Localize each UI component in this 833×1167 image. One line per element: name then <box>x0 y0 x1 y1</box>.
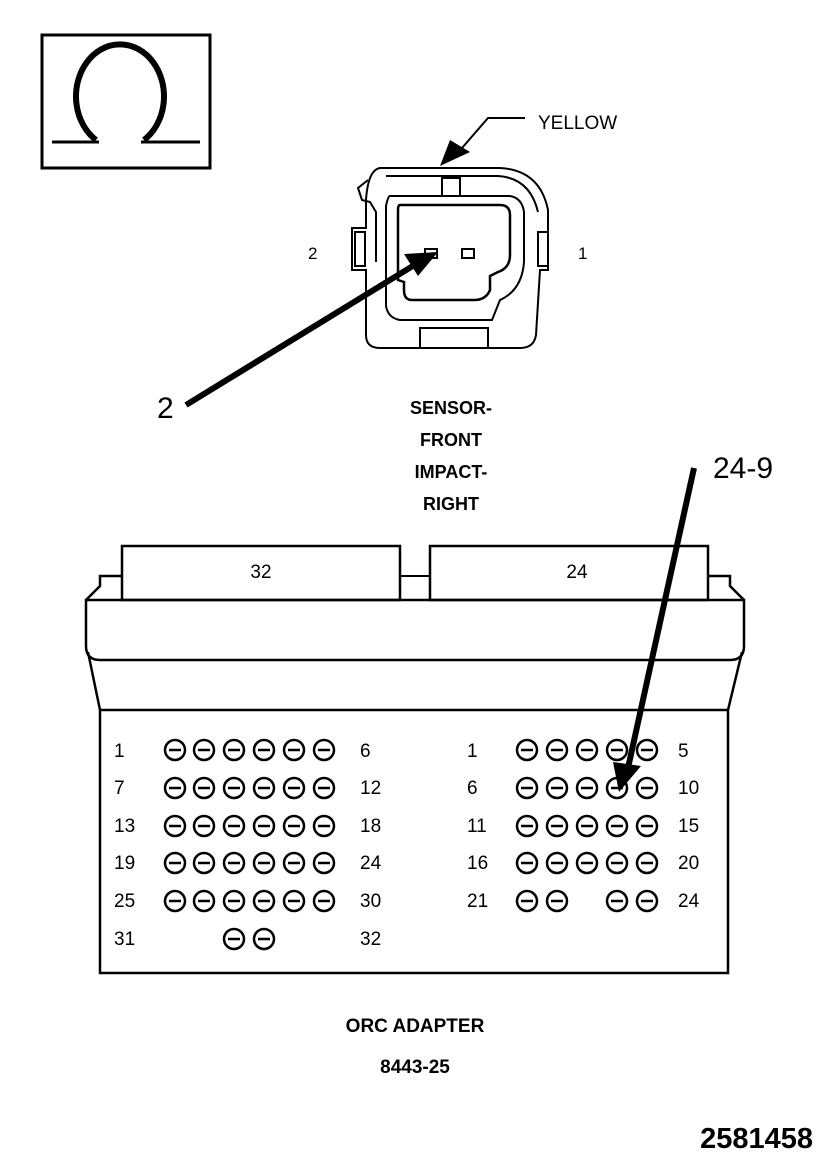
sensor-pin-label-left: 2 <box>308 244 317 263</box>
row-start-label: 1 <box>114 741 125 762</box>
sensor-name: SENSOR- FRONT IMPACT- RIGHT <box>410 398 492 514</box>
row-start-label: 6 <box>467 778 478 799</box>
ohm-symbol-icon <box>40 33 212 170</box>
row-end-label: 32 <box>360 929 381 950</box>
row-start-label: 19 <box>114 853 135 874</box>
row-start-label: 1 <box>467 741 478 762</box>
left-pin-block: 1 6 7 12 13 18 19 24 25 30 31 32 <box>114 741 382 950</box>
row-start-label: 13 <box>114 816 135 837</box>
row-start-label: 11 <box>467 816 487 837</box>
row-end-label: 30 <box>360 891 381 912</box>
row-start-label: 31 <box>114 929 135 950</box>
row-end-label: 20 <box>678 853 699 874</box>
sensor-callout-label: 2 <box>157 392 174 425</box>
row-end-label: 18 <box>360 816 381 837</box>
row-end-label: 10 <box>678 778 699 799</box>
row-start-label: 25 <box>114 891 135 912</box>
sensor-name-line: IMPACT- <box>415 462 488 482</box>
row-start-label: 21 <box>467 891 488 912</box>
row-start-label: 16 <box>467 853 488 874</box>
sensor-name-line: RIGHT <box>423 494 479 514</box>
row-end-label: 15 <box>678 816 699 837</box>
row-end-label: 24 <box>360 853 382 874</box>
row-start-label: 7 <box>114 778 125 799</box>
adapter-name: ORC ADAPTER <box>346 1016 485 1037</box>
orc-adapter <box>84 544 746 975</box>
connector-24-label: 24 <box>566 562 588 583</box>
sensor-pin-callout-arrow <box>184 252 438 408</box>
sensor-pin-1 <box>461 248 475 259</box>
sensor-name-line: SENSOR- <box>410 398 492 418</box>
row-end-label: 6 <box>360 741 371 762</box>
adapter-callout-label: 24-9 <box>713 452 773 485</box>
sensor-name-line: FRONT <box>420 430 482 450</box>
row-end-label: 5 <box>678 741 689 762</box>
figure-number: 2581458 <box>700 1123 813 1155</box>
wire-color-callout <box>440 117 525 166</box>
pin-cavities <box>163 738 659 951</box>
adapter-part-number: 8443-25 <box>380 1057 450 1078</box>
right-pin-block: 1 5 6 10 11 15 16 20 21 24 <box>467 741 700 912</box>
row-end-label: 24 <box>678 891 700 912</box>
sensor-pin-label-right: 1 <box>578 244 587 263</box>
sensor-connector <box>351 167 549 349</box>
row-end-label: 12 <box>360 778 381 799</box>
adapter-pin-callout-arrow <box>613 467 697 792</box>
wire-color-label: YELLOW <box>538 113 617 134</box>
connector-32-label: 32 <box>250 562 271 583</box>
